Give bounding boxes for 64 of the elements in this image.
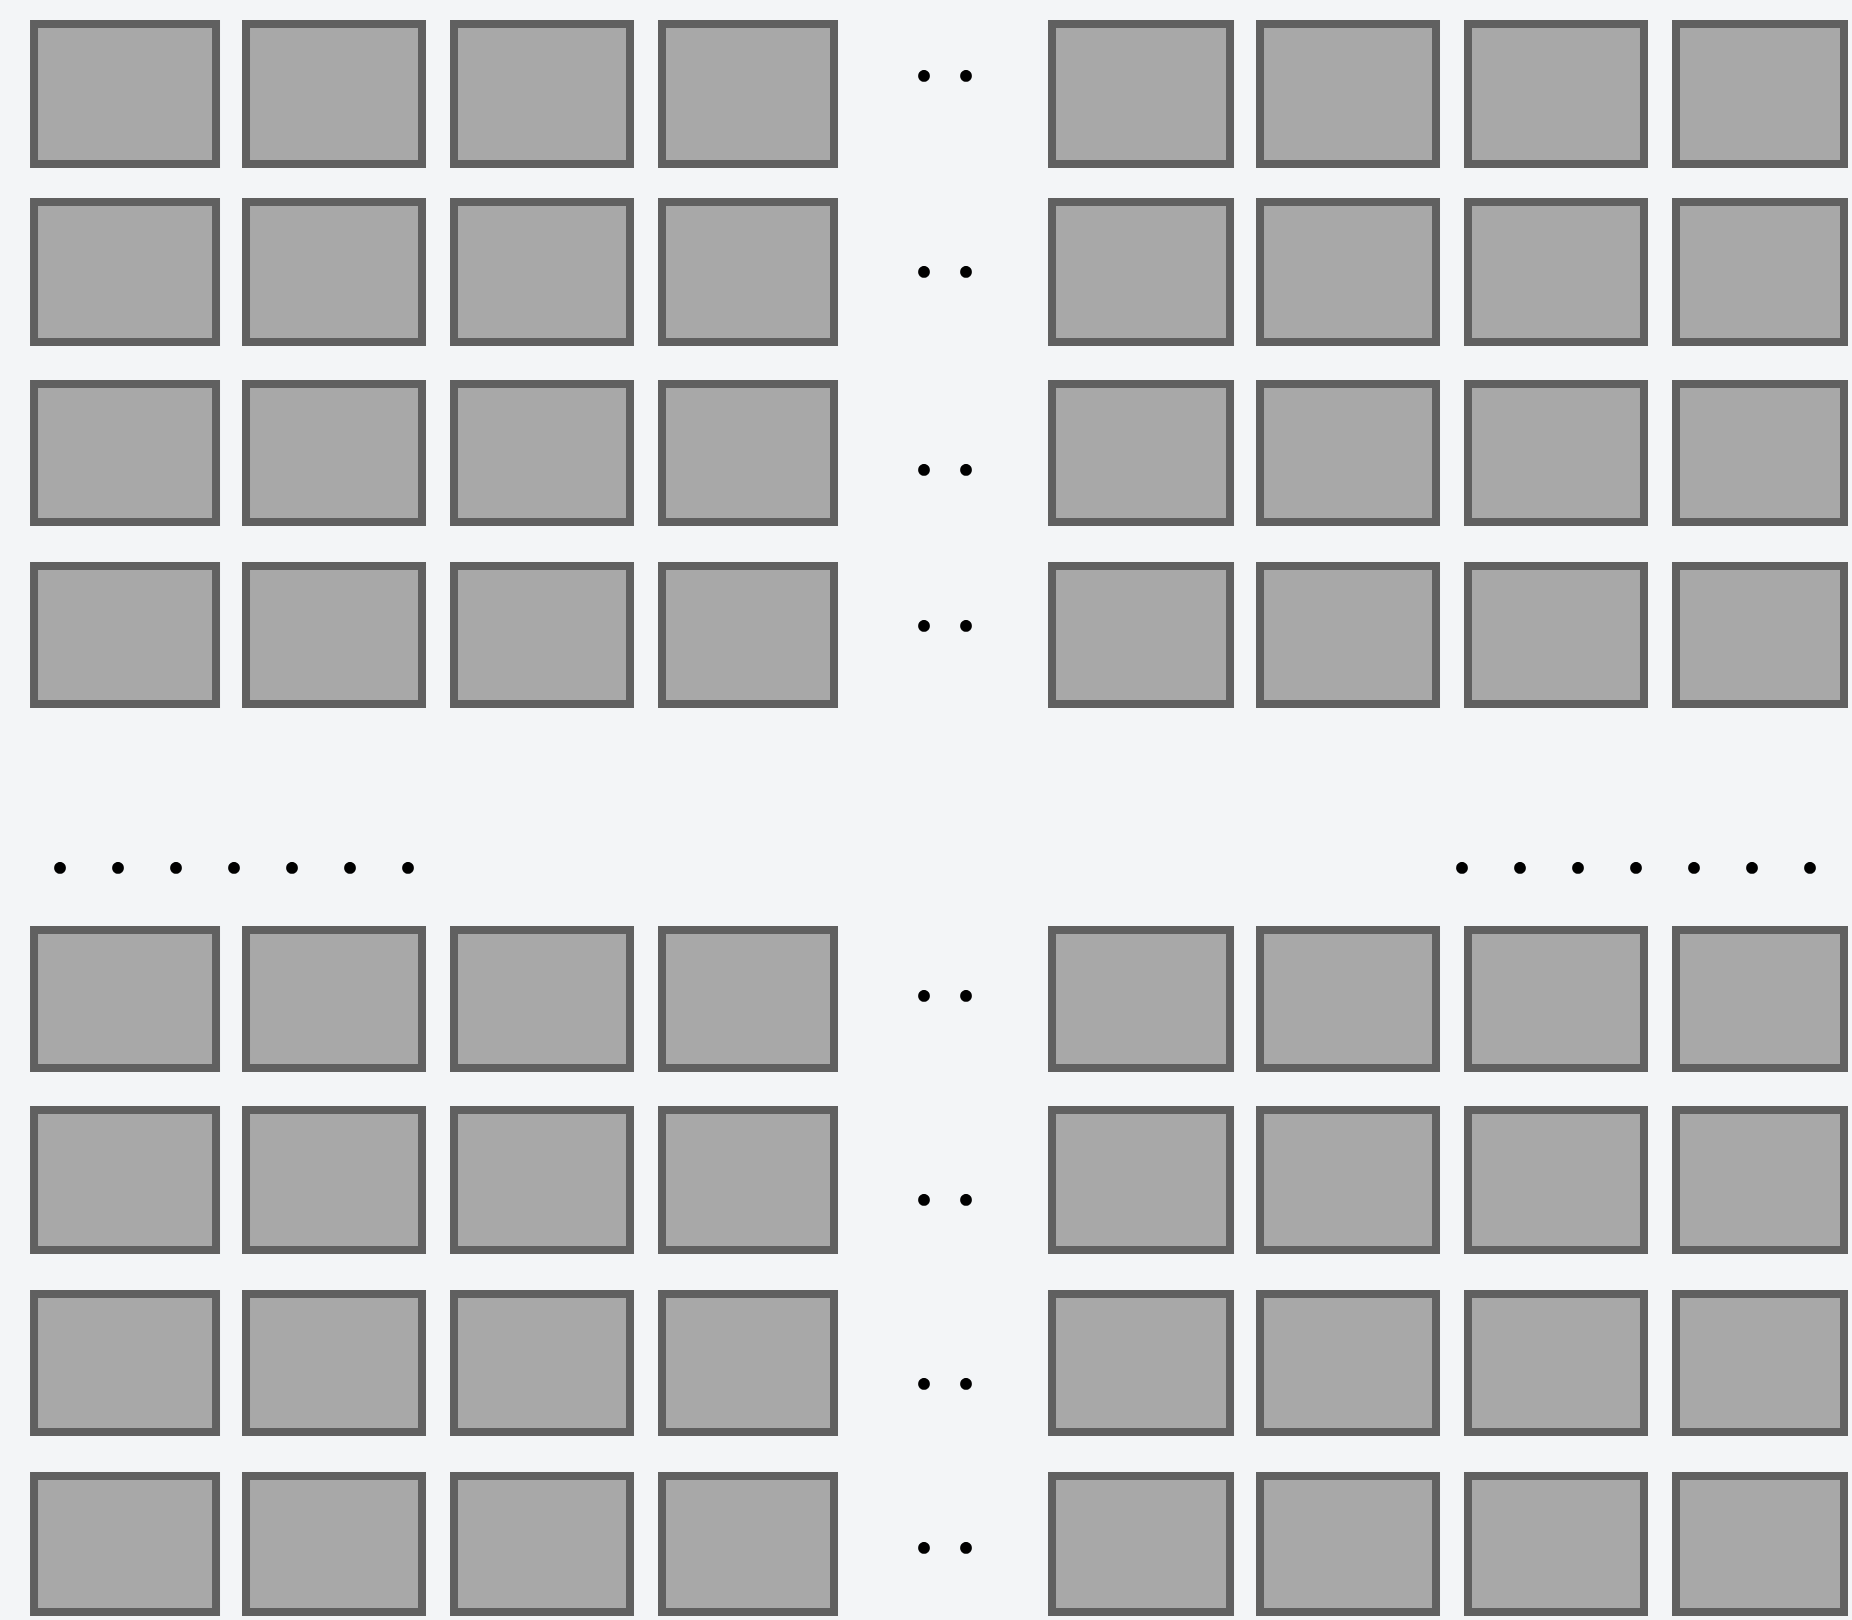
grid-box	[1464, 1471, 1648, 1616]
grid-box	[450, 19, 634, 168]
grid-box	[1048, 1105, 1234, 1254]
grid-box	[1048, 198, 1234, 346]
grid-box	[450, 561, 634, 708]
grid-box	[30, 1105, 220, 1254]
grid-box	[242, 1471, 426, 1616]
grid-box	[30, 19, 220, 168]
grid-box	[1672, 1289, 1848, 1436]
grid-box	[1256, 19, 1440, 168]
grid-box	[1464, 925, 1648, 1072]
grid-box	[30, 561, 220, 708]
grid-box	[1672, 198, 1848, 346]
grid-box	[30, 1471, 220, 1616]
grid-box	[1048, 561, 1234, 708]
grid-box	[1672, 925, 1848, 1072]
grid-box	[1048, 1289, 1234, 1436]
grid-box	[242, 1289, 426, 1436]
grid-box	[658, 1105, 838, 1254]
grid-box	[1048, 19, 1234, 168]
grid-box	[1672, 380, 1848, 526]
grid-box	[450, 198, 634, 346]
grid-box	[1256, 561, 1440, 708]
grid-box	[658, 561, 838, 708]
grid-box	[1256, 1471, 1440, 1616]
grid-box	[1048, 925, 1234, 1072]
grid-box	[242, 1105, 426, 1254]
grid-box	[450, 380, 634, 526]
grid-box	[1464, 561, 1648, 708]
grid-box	[30, 198, 220, 346]
grid-box	[1464, 1105, 1648, 1254]
grid-box	[450, 1471, 634, 1616]
grid-box	[30, 925, 220, 1072]
grid-box	[1672, 561, 1848, 708]
grid-box	[1048, 380, 1234, 526]
grid-box	[1256, 1289, 1440, 1436]
grid-box	[1672, 1471, 1848, 1616]
grid-box	[1672, 19, 1848, 168]
grid-box	[1256, 380, 1440, 526]
grid-box	[658, 380, 838, 526]
grid-box	[1464, 198, 1648, 346]
grid-box	[1256, 925, 1440, 1072]
grid-box	[658, 925, 838, 1072]
grid-box	[1464, 19, 1648, 168]
grid-box	[1464, 380, 1648, 526]
grid-box	[242, 19, 426, 168]
grid-box	[242, 925, 426, 1072]
grid-box	[1672, 1105, 1848, 1254]
grid-box	[1256, 198, 1440, 346]
grid-box	[658, 19, 838, 168]
grid-box	[1464, 1289, 1648, 1436]
grid-box	[1256, 1105, 1440, 1254]
grid-box	[658, 1471, 838, 1616]
grid-box	[450, 1105, 634, 1254]
grid-box	[658, 198, 838, 346]
grid-box	[658, 1289, 838, 1436]
grid-box	[242, 561, 426, 708]
grid-box	[30, 1289, 220, 1436]
grid-box	[1048, 1471, 1234, 1616]
grid-box	[450, 1289, 634, 1436]
grid-box	[242, 380, 426, 526]
grid-box	[30, 380, 220, 526]
grid-box	[242, 198, 426, 346]
grid-box	[450, 925, 634, 1072]
